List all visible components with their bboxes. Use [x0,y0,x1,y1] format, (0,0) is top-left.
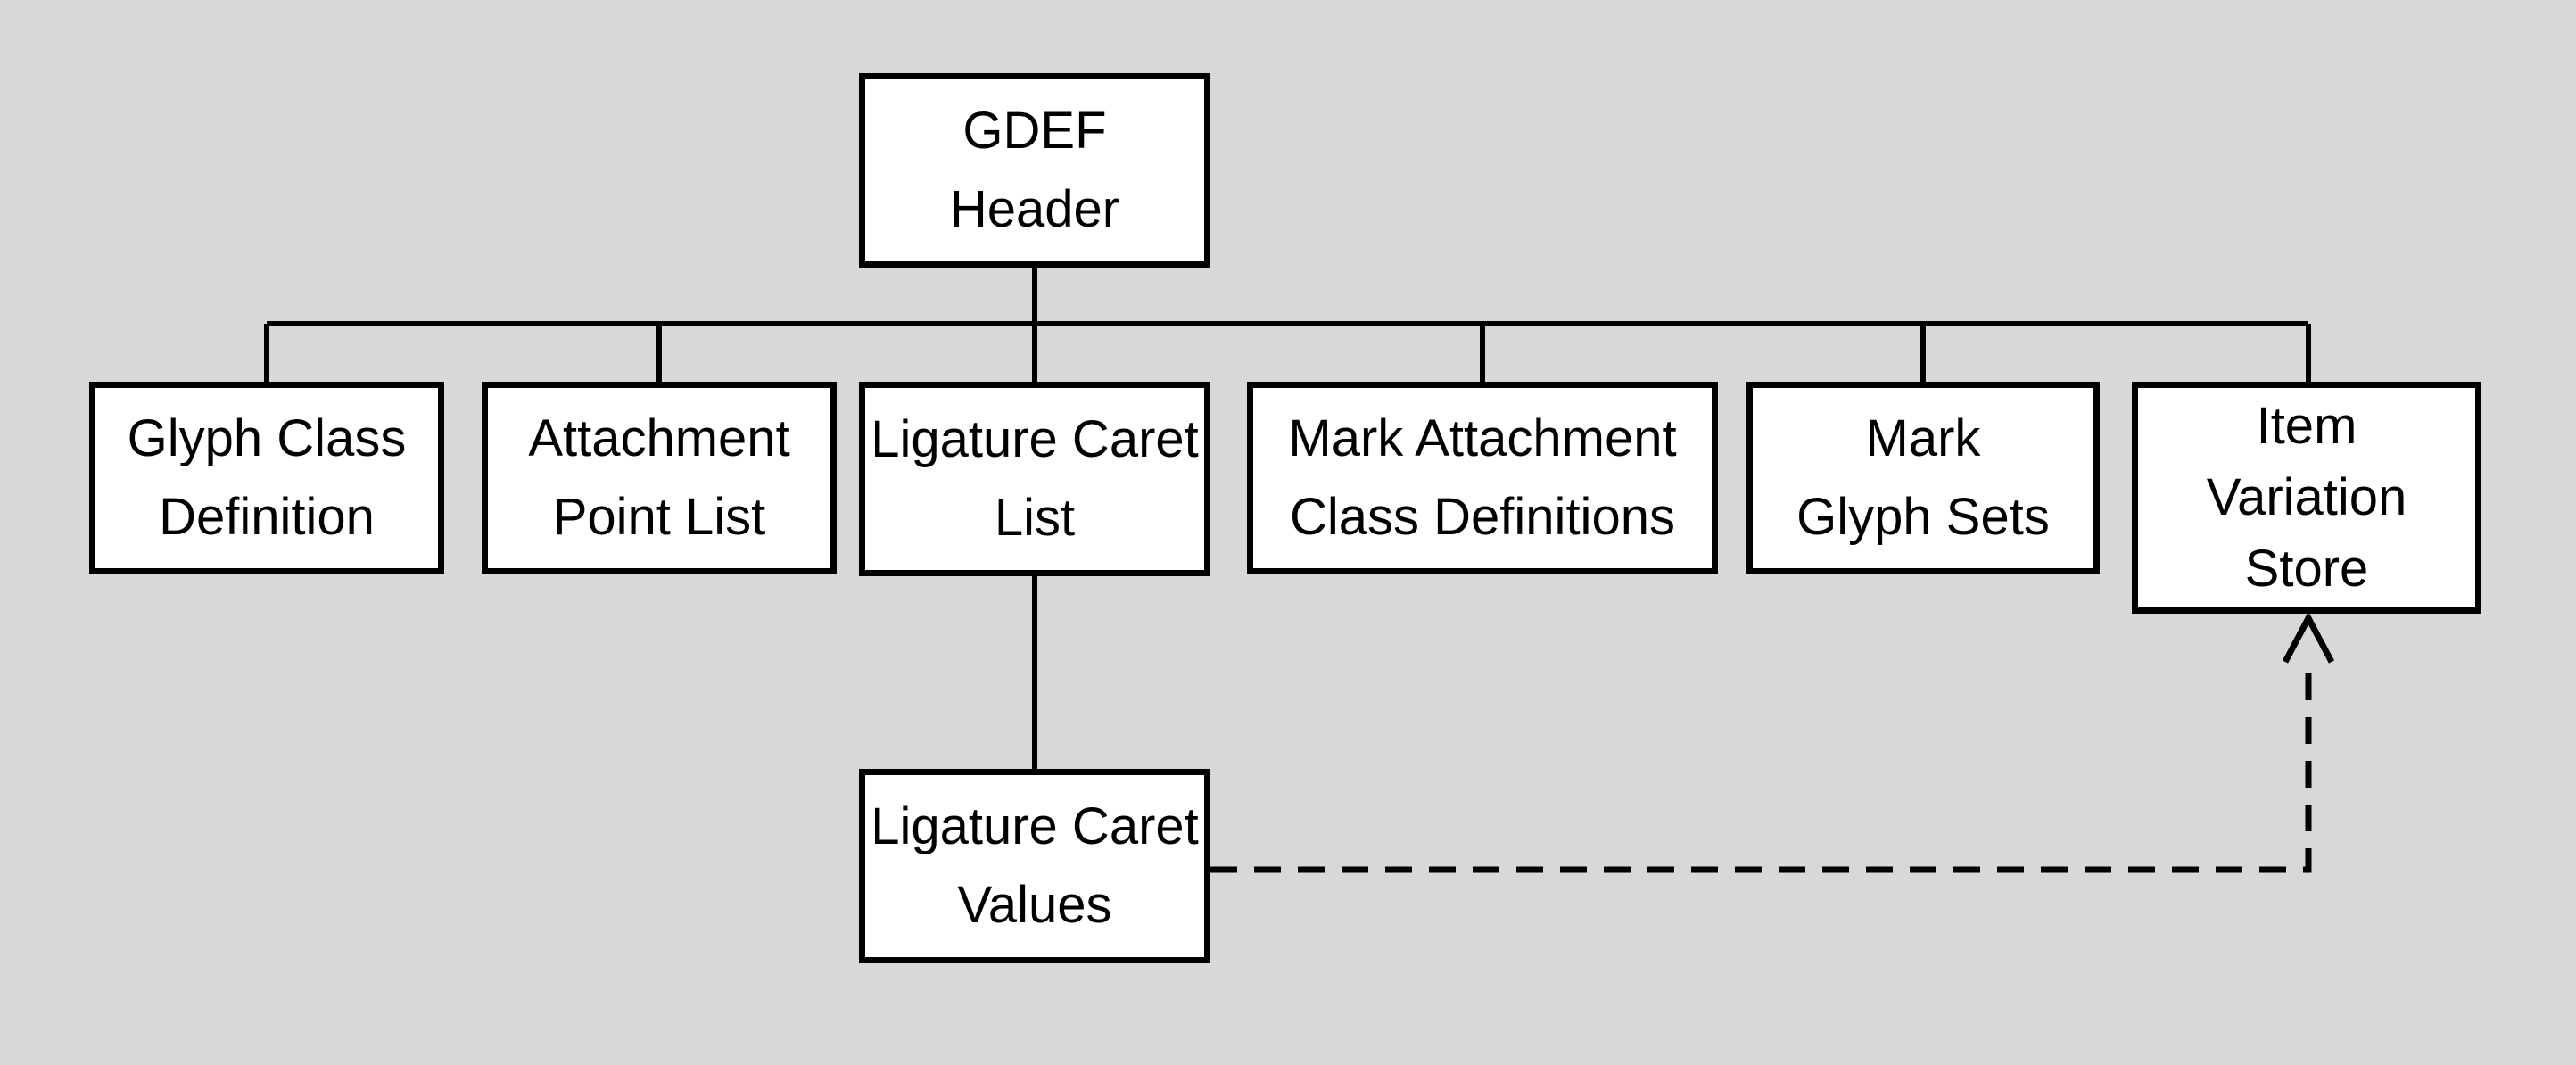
node-glyph-class-definition: Glyph Class Definition [89,382,444,574]
arrowhead-open-chevron [2282,611,2335,664]
node-mark-attachment-class-definitions-label: Mark Attachment Class Definitions [1288,409,1677,546]
node-item-variation-store-label: Item Variation Store [2206,397,2407,598]
node-glyph-class-definition-label: Glyph Class Definition [127,409,407,546]
node-item-variation-store: Item Variation Store [2132,382,2481,614]
connector-group [264,266,2335,873]
node-attachment-point-list-label: Attachment Point List [528,409,790,546]
node-gdef-header: GDEF Header [859,73,1210,268]
node-ligature-caret-list: Ligature Caret List [859,382,1210,576]
node-mark-glyph-sets-label: Mark Glyph Sets [1796,409,2050,546]
node-ligature-caret-values-label: Ligature Caret Values [871,797,1199,934]
node-ligature-caret-values: Ligature Caret Values [859,769,1210,963]
node-ligature-caret-list-label: Ligature Caret List [871,410,1199,547]
edge-ligature-caret-values-to-item-variation-store-dashed [1210,667,2312,873]
node-mark-attachment-class-definitions: Mark Attachment Class Definitions [1247,382,1718,574]
node-mark-glyph-sets: Mark Glyph Sets [1746,382,2100,574]
node-gdef-header-label: GDEF Header [949,102,1120,238]
node-attachment-point-list: Attachment Point List [482,382,837,574]
